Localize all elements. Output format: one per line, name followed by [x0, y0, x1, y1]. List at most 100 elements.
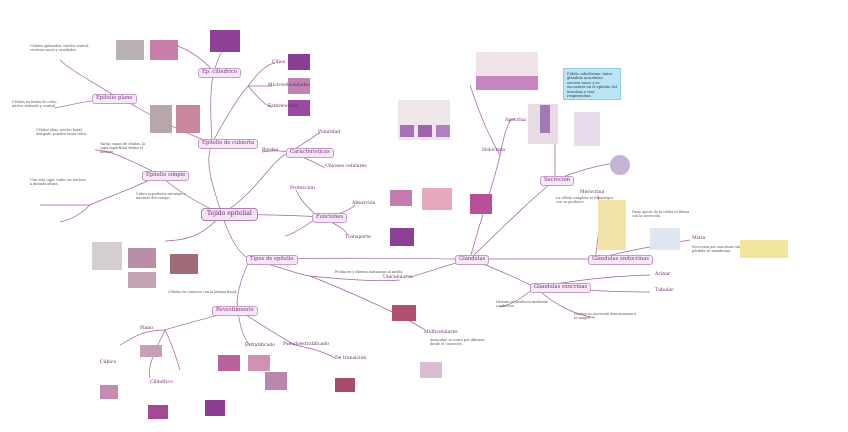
connector: [221, 151, 291, 215]
connector: [59, 204, 91, 223]
topic-exocrinas[interactable]: Glándulas exocrinas: [530, 283, 592, 293]
topic-secrecion[interactable]: Secreción: [540, 176, 575, 186]
topic-tipos[interactable]: Tipos de epitelio: [246, 255, 298, 265]
tissue-image: [150, 40, 178, 60]
label-absorcion: Absorción: [352, 201, 376, 206]
note-text: Células en contacto con la lámina basal.: [168, 290, 238, 294]
note-text: Varias capas de células, la capa superfi…: [100, 142, 146, 155]
label-cubico: Cúbico: [100, 360, 117, 365]
label-mixta: Mixta: [692, 236, 706, 241]
label-transicion: De transición: [335, 356, 367, 361]
tissue-image: [100, 385, 118, 399]
central-topic[interactable]: Tejido epitelial: [201, 208, 258, 221]
tissue-image: [540, 105, 550, 133]
tissue-image: [400, 125, 414, 137]
note-text: La célula completa se desintegra con su …: [556, 196, 613, 205]
label-merocrina: Merocrina: [580, 190, 605, 195]
tissue-image: [150, 105, 172, 133]
note-text: Parte apical de la célula se libera con …: [632, 210, 690, 219]
note-text: Producen y liberan sustancias al medio.: [335, 270, 404, 274]
tissue-image: [418, 125, 432, 137]
tissue-image: [650, 228, 680, 250]
connector: [309, 275, 426, 331]
histology-images: [92, 30, 788, 419]
topic-endocrinas[interactable]: Glándulas endocrinas: [588, 255, 653, 265]
tissue-image: [288, 78, 310, 94]
label-estereocilios: Estereocilios: [268, 104, 299, 109]
topic-funciones[interactable]: Funciones: [312, 213, 348, 223]
label-acinar: Acinar: [655, 272, 671, 277]
connector: [164, 329, 181, 371]
note-text: Avascular, se nutre por difusión desde e…: [430, 338, 485, 347]
label-proteccion: Protección: [290, 186, 315, 191]
topic-glandulas[interactable]: Glándulas: [455, 255, 490, 265]
tissue-image: [420, 362, 442, 378]
label-transporte: Transporte: [345, 235, 371, 240]
connector: [499, 118, 516, 156]
tissue-image: [436, 125, 450, 137]
note-text: Células aplanadas, núcleo central, revis…: [30, 44, 90, 53]
note-text: Secreción por exocitosis sin pérdida de …: [692, 245, 741, 254]
sticky-note[interactable]: Célula caliciforme: única glándula unice…: [563, 68, 621, 100]
tissue-image: [610, 155, 630, 175]
connector: [94, 149, 161, 176]
topic-caracteristicas[interactable]: Características: [286, 148, 334, 158]
tissue-image: [265, 372, 287, 390]
connector: [469, 179, 556, 260]
connector: [211, 85, 249, 144]
label-cilios: Cilios: [272, 60, 286, 65]
connector: [469, 84, 501, 156]
label-holocrina: Holocrina: [482, 148, 505, 153]
tissue-image: [335, 378, 355, 392]
label-multicelulares: Multicelulares: [424, 330, 458, 335]
note-text: Cubre superficies externas e internas de…: [136, 192, 186, 201]
tissue-image: [170, 254, 198, 274]
tissue-image: [140, 345, 162, 357]
tissue-image: [92, 242, 122, 270]
tissue-image: [116, 40, 144, 60]
note-text: Liberan su producto mediante conductos.: [496, 300, 549, 309]
tissue-image: [574, 112, 600, 146]
label-uniones: Uniones celulares: [325, 164, 367, 169]
topic-revestimiento[interactable]: Revestimiento: [212, 306, 258, 316]
tissue-image: [598, 200, 626, 250]
topic-epitelio-plano[interactable]: Epitelio plano: [92, 94, 137, 104]
label-cilindrico: Cilíndrico: [150, 380, 173, 385]
tissue-image: [422, 188, 452, 210]
label-bordes: Bordes: [262, 148, 279, 153]
label-apocrina: Apocrina: [505, 118, 526, 123]
tissue-image: [390, 190, 412, 206]
note-text: Células en forma de cubo, núcleo redondo…: [12, 100, 57, 109]
connector: [294, 344, 336, 359]
tissue-image: [128, 248, 156, 268]
tissue-image: [205, 400, 225, 416]
connector: [149, 329, 166, 379]
connector: [210, 71, 215, 144]
connector: [119, 329, 166, 346]
tissue-image: [176, 105, 200, 133]
note-text: Vierten su secreción directamente a la s…: [574, 312, 637, 321]
tissue-image: [218, 355, 240, 371]
tissue-image: [390, 228, 414, 246]
connector: [309, 275, 401, 282]
topic-epitelio-simple[interactable]: Epitelio simple: [142, 171, 190, 181]
label-microvellosidades: Microvellosidades: [268, 83, 311, 88]
label-plano: Plano: [140, 326, 154, 331]
tissue-image: [476, 76, 538, 90]
label-unicelulares: Unicelulares: [383, 275, 413, 280]
note-text: Una sola capa, todos los núcleos a disti…: [30, 178, 86, 187]
connector: [247, 62, 276, 87]
topic-epitelio-cubierta[interactable]: Epitelio de cubierta: [198, 139, 259, 149]
label-polaridad: Polaridad: [318, 130, 341, 135]
tissue-image: [470, 194, 492, 214]
connector: [236, 258, 251, 311]
connector: [59, 59, 119, 99]
note-text: Células altas, núcleo basal alargado, pu…: [36, 128, 88, 137]
tissue-image: [128, 272, 156, 288]
tissue-image: [740, 240, 788, 258]
label-estratificado: Estratificado: [245, 343, 275, 348]
tissue-image: [288, 100, 310, 116]
tissue-image: [148, 405, 168, 419]
topic-epitelio-cilindrico[interactable]: Ep. cilíndrico: [198, 68, 242, 78]
